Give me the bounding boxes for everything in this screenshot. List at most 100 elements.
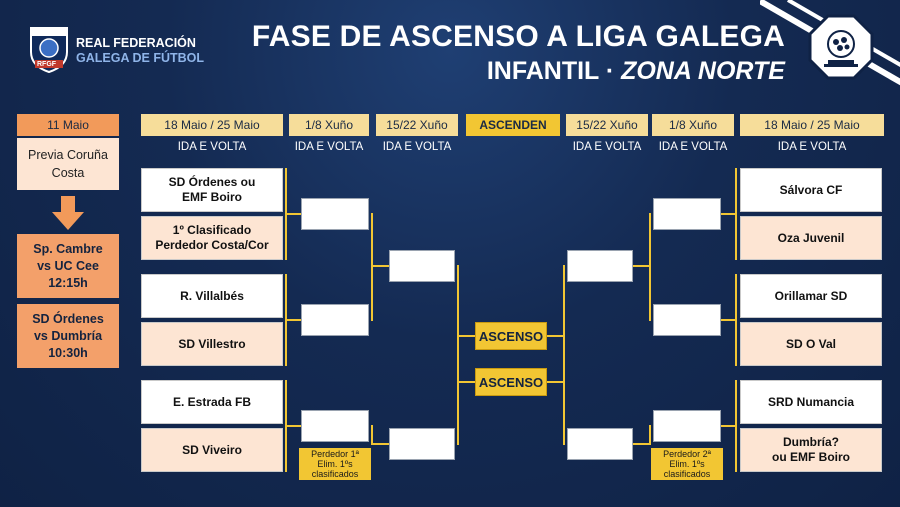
team-line1: Orillamar SD [774,288,848,303]
note-line: Elim. 1ºs [317,459,353,469]
round-header-r3-left: 15/22 Xuño [376,114,458,136]
federation-name-line1: REAL FEDERACIÓN [76,36,196,50]
rfgf-logo-icon: RFGF [27,24,71,74]
team-line1: SD O Val [785,336,837,351]
team-line1: SD Viveiro [182,442,242,457]
bracket-line [457,265,459,445]
round-header-r1-left: 18 Maio / 25 Maio [141,114,283,136]
team-line1: SD Villestro [178,336,246,351]
team-line1: E. Estrada FB [172,394,252,409]
bracket-line [285,319,301,321]
team-line2: Perdedor Costa/Cor [155,238,269,252]
left-team-6: SD Viveiro [141,428,283,472]
bracket-line [721,425,737,427]
match-away: vs Dumbría [33,328,103,343]
bracket-line [649,213,651,321]
team-line2: EMF Boiro [182,190,242,204]
left-r2-slot-3 [301,410,369,442]
leg-label: IDA E VOLTA [294,141,364,153]
right-team-3: Orillamar SD [740,274,882,318]
bracket-line [735,168,737,260]
team-line1: 1º Clasificado [172,223,252,237]
round-header-r3-right: 15/22 Xuño [566,114,648,136]
left-r3-slot-1 [389,250,455,282]
right-r3-slot-2 [567,428,633,460]
bracket-line [721,319,737,321]
left-loser-note: Perdedor 1ª Elim. 1ºs clasificados [299,448,371,480]
right-loser-note: Perdedor 2ª Elim. 1ºs clasificados [651,448,723,480]
bracket-line [563,265,565,445]
left-r2-slot-2 [301,304,369,336]
bracket-line [721,213,737,215]
page-subtitle: INFANTIL · ZONA NORTE [400,56,785,86]
bracket-line [633,443,651,445]
bracket-line [547,335,565,337]
bracket-line [457,335,475,337]
logo-badge-text: RFGF [37,61,57,68]
left-team-5: E. Estrada FB [141,380,283,424]
bracket-line [371,265,389,267]
round-header-r2-right: 1/8 Xuño [652,114,734,136]
team-line1: SD Órdenes ou [168,175,256,189]
team-line1: SRD Numancia [767,394,855,409]
subtitle-separator: · [598,57,622,85]
preliminary-match-2: SD Órdenes vs Dumbría 10:30h [17,304,119,368]
right-team-4: SD O Val [740,322,882,366]
note-line: clasificados [311,469,359,479]
bracket-line [371,213,373,321]
team-line2: ou EMF Boiro [772,450,850,464]
bracket-line [547,381,565,383]
left-team-4: SD Villestro [141,322,283,366]
zone-label: ZONA NORTE [621,57,785,85]
note-line: Elim. 1ºs [669,459,705,469]
leg-label: IDA E VOLTA [572,141,642,153]
bracket-line [371,425,373,445]
bracket-line [735,380,737,472]
bracket-line [371,443,389,445]
bracket-line [633,265,651,267]
match-time: 12:15h [48,275,88,290]
category-label: INFANTIL [486,57,599,85]
round-header-r2-left: 1/8 Xuño [289,114,369,136]
federation-name: REAL FEDERACIÓN GALEGA DE FÚTBOL [76,36,204,66]
page-title: FASE DE ASCENSO A LIGA GALEGA [251,20,785,53]
left-team-3: R. Villalbés [141,274,283,318]
right-team-6: Dumbría? ou EMF Boiro [740,428,882,472]
ascenso-slot-1: ASCENSO [475,322,547,350]
ascenso-slot-2: ASCENSO [475,368,547,396]
right-r3-slot-1 [567,250,633,282]
bracket-line [285,213,301,215]
right-r2-slot-1 [653,198,721,230]
match-time: 10:30h [48,345,88,360]
lottery-drum-icon [808,14,874,80]
preliminary-label: Previa Coruña Costa [17,138,119,190]
bracket-line [735,274,737,366]
round-header-final: ASCENDEN [466,114,560,136]
match-away: vs UC Cee [37,258,99,273]
left-team-2: 1º Clasificado Perdedor Costa/Cor [141,216,283,260]
left-r2-slot-1 [301,198,369,230]
preliminary-match-1: Sp. Cambre vs UC Cee 12:15h [17,234,119,298]
left-team-1: SD Órdenes ou EMF Boiro [141,168,283,212]
right-r2-slot-2 [653,304,721,336]
preliminary-date: 11 Maio [17,114,119,136]
down-arrow-icon [52,196,84,230]
note-line: Perdedor 1ª [311,449,359,459]
bracket-line [285,425,301,427]
right-r2-slot-3 [653,410,721,442]
round-header-r1-right: 18 Maio / 25 Maio [740,114,884,136]
match-home: SD Órdenes [32,311,104,326]
note-line: clasificados [663,469,711,479]
bracket-line [649,425,651,445]
team-line1: Dumbría? [782,435,839,449]
team-line1: Sálvora CF [779,182,843,197]
leg-label: IDA E VOLTA [177,141,247,153]
leg-label: IDA E VOLTA [658,141,728,153]
bracket-line [457,381,475,383]
right-team-1: Sálvora CF [740,168,882,212]
note-line: Perdedor 2ª [663,449,711,459]
leg-label: IDA E VOLTA [777,141,847,153]
left-r3-slot-2 [389,428,455,460]
match-home: Sp. Cambre [33,241,103,256]
team-line1: R. Villalbés [180,288,244,303]
